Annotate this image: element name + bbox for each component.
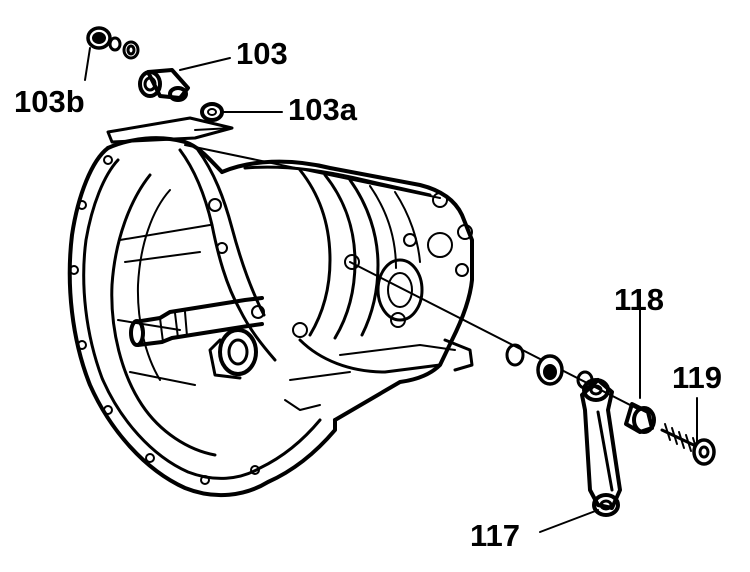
shaft-axis-top xyxy=(184,144,441,199)
label-118: 118 xyxy=(614,282,664,317)
part-103b-plug xyxy=(86,26,140,60)
leader-117 xyxy=(539,509,599,533)
part-119-bolt xyxy=(660,397,716,466)
label-103b: 103b xyxy=(14,84,85,119)
gasket-plate xyxy=(106,116,234,144)
transmission-housing xyxy=(67,136,474,498)
part-118-bushing xyxy=(624,305,656,434)
leader-103 xyxy=(179,57,231,71)
part-117-lever xyxy=(580,378,622,517)
part-103-switch xyxy=(138,68,190,102)
label-119: 119 xyxy=(672,360,722,395)
label-103: 103 xyxy=(236,36,288,71)
part-103a-washer xyxy=(200,102,224,122)
leader-103b xyxy=(84,47,91,81)
rear-seal-parts xyxy=(505,343,594,390)
label-103a: 103a xyxy=(288,92,358,127)
label-117: 117 xyxy=(470,518,520,553)
input-shaft xyxy=(129,296,264,380)
